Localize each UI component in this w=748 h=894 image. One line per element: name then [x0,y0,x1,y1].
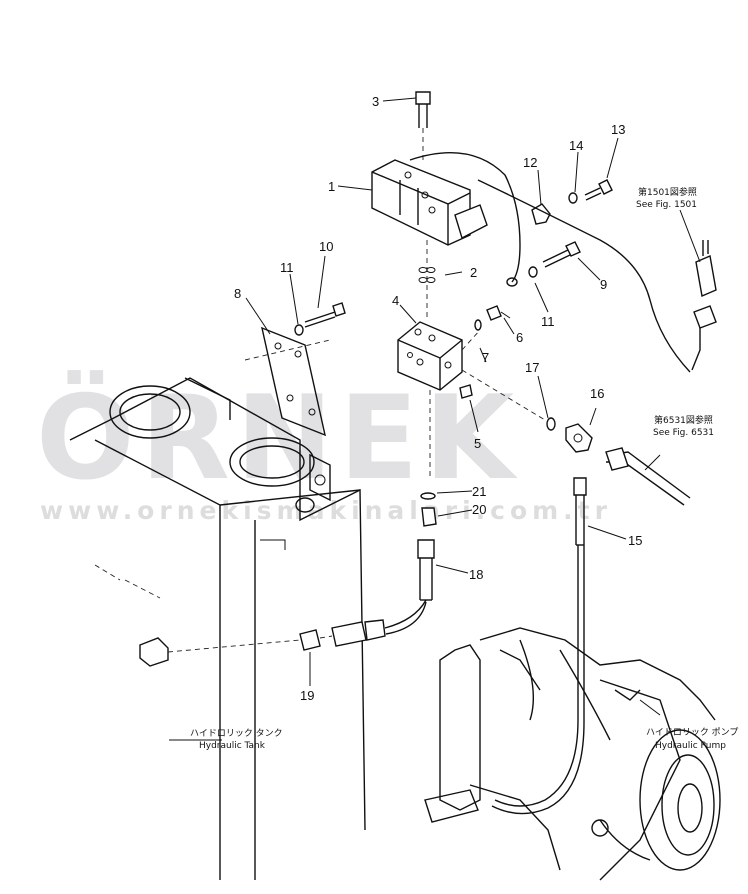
callout-2: 2 [470,265,477,280]
callout-17: 17 [525,360,539,375]
o-ring-7 [474,319,482,331]
callout-10: 10 [319,239,333,254]
wiring-harness [477,179,717,373]
bolt-3 [415,91,431,160]
plug-6 [486,305,511,321]
label-pump-en: Hydraulic Pump [655,741,726,751]
callout-20: 20 [472,502,486,517]
label-tank-en: Hydraulic Tank [199,741,266,751]
callout-3: 3 [372,94,379,109]
callout-12: 12 [523,155,537,170]
bolt-and-washer-left [294,302,346,336]
plug-5 [459,384,473,399]
reference-labels: 第1501図参照 See Fig. 1501 第6531図参照 See Fig.… [169,186,738,751]
tee-fitting-16 [565,407,597,453]
watermark-url: www.ornekismakinalari.com.tr [40,496,612,525]
callout-15: 15 [628,533,642,548]
watermark: ÖRNEK www.ornekismakinalari.com.tr [36,371,612,525]
ref-fig-6531-jp: 第6531図参照 [654,414,713,426]
bolt-9 [542,241,581,268]
hose-to-fig-6531 [605,447,691,506]
hose-18 [384,539,435,635]
callout-8: 8 [234,286,241,301]
solenoid-valve [371,152,521,287]
o-ring-21 [420,492,436,500]
callout-6: 6 [516,330,523,345]
label-tank-jp: ハイドロリック タンク [190,728,283,739]
fitting-20 [421,507,437,527]
callout-14: 14 [569,138,583,153]
callout-5: 5 [474,436,481,451]
callout-11-right: 11 [541,314,555,329]
callout-7: 7 [482,350,489,365]
callout-18: 18 [469,567,483,582]
hydraulic-tank [69,339,366,880]
ref-fig-1501-jp: 第1501図参照 [638,186,697,198]
hose-15 [491,477,587,815]
callout-13: 13 [611,122,625,137]
callout-11-left: 11 [280,260,294,275]
callout-1: 1 [328,179,335,194]
bolt-13 [584,179,613,201]
bracket [261,326,326,437]
washer-11-right [528,266,538,278]
callout-9: 9 [600,277,607,292]
callout-19: 19 [300,688,314,703]
ref-fig-6531-en: See Fig. 6531 [653,428,714,438]
hydraulic-pump [424,627,721,881]
fitting-19 [167,619,386,653]
label-pump-jp: ハイドロリック ポンプ [646,727,738,738]
manifold-block [397,321,546,480]
o-rings-2 [418,240,463,320]
callout-4: 4 [392,293,399,308]
callout-numbers: 1 2 3 4 5 6 7 8 9 10 11 11 12 13 14 15 1… [234,94,642,703]
washer-14 [568,192,578,204]
leader-lines [245,97,627,686]
callout-16: 16 [590,386,604,401]
ref-fig-1501-en: See Fig. 1501 [636,200,697,210]
callout-21: 21 [472,484,486,499]
o-ring-17 [546,417,556,431]
